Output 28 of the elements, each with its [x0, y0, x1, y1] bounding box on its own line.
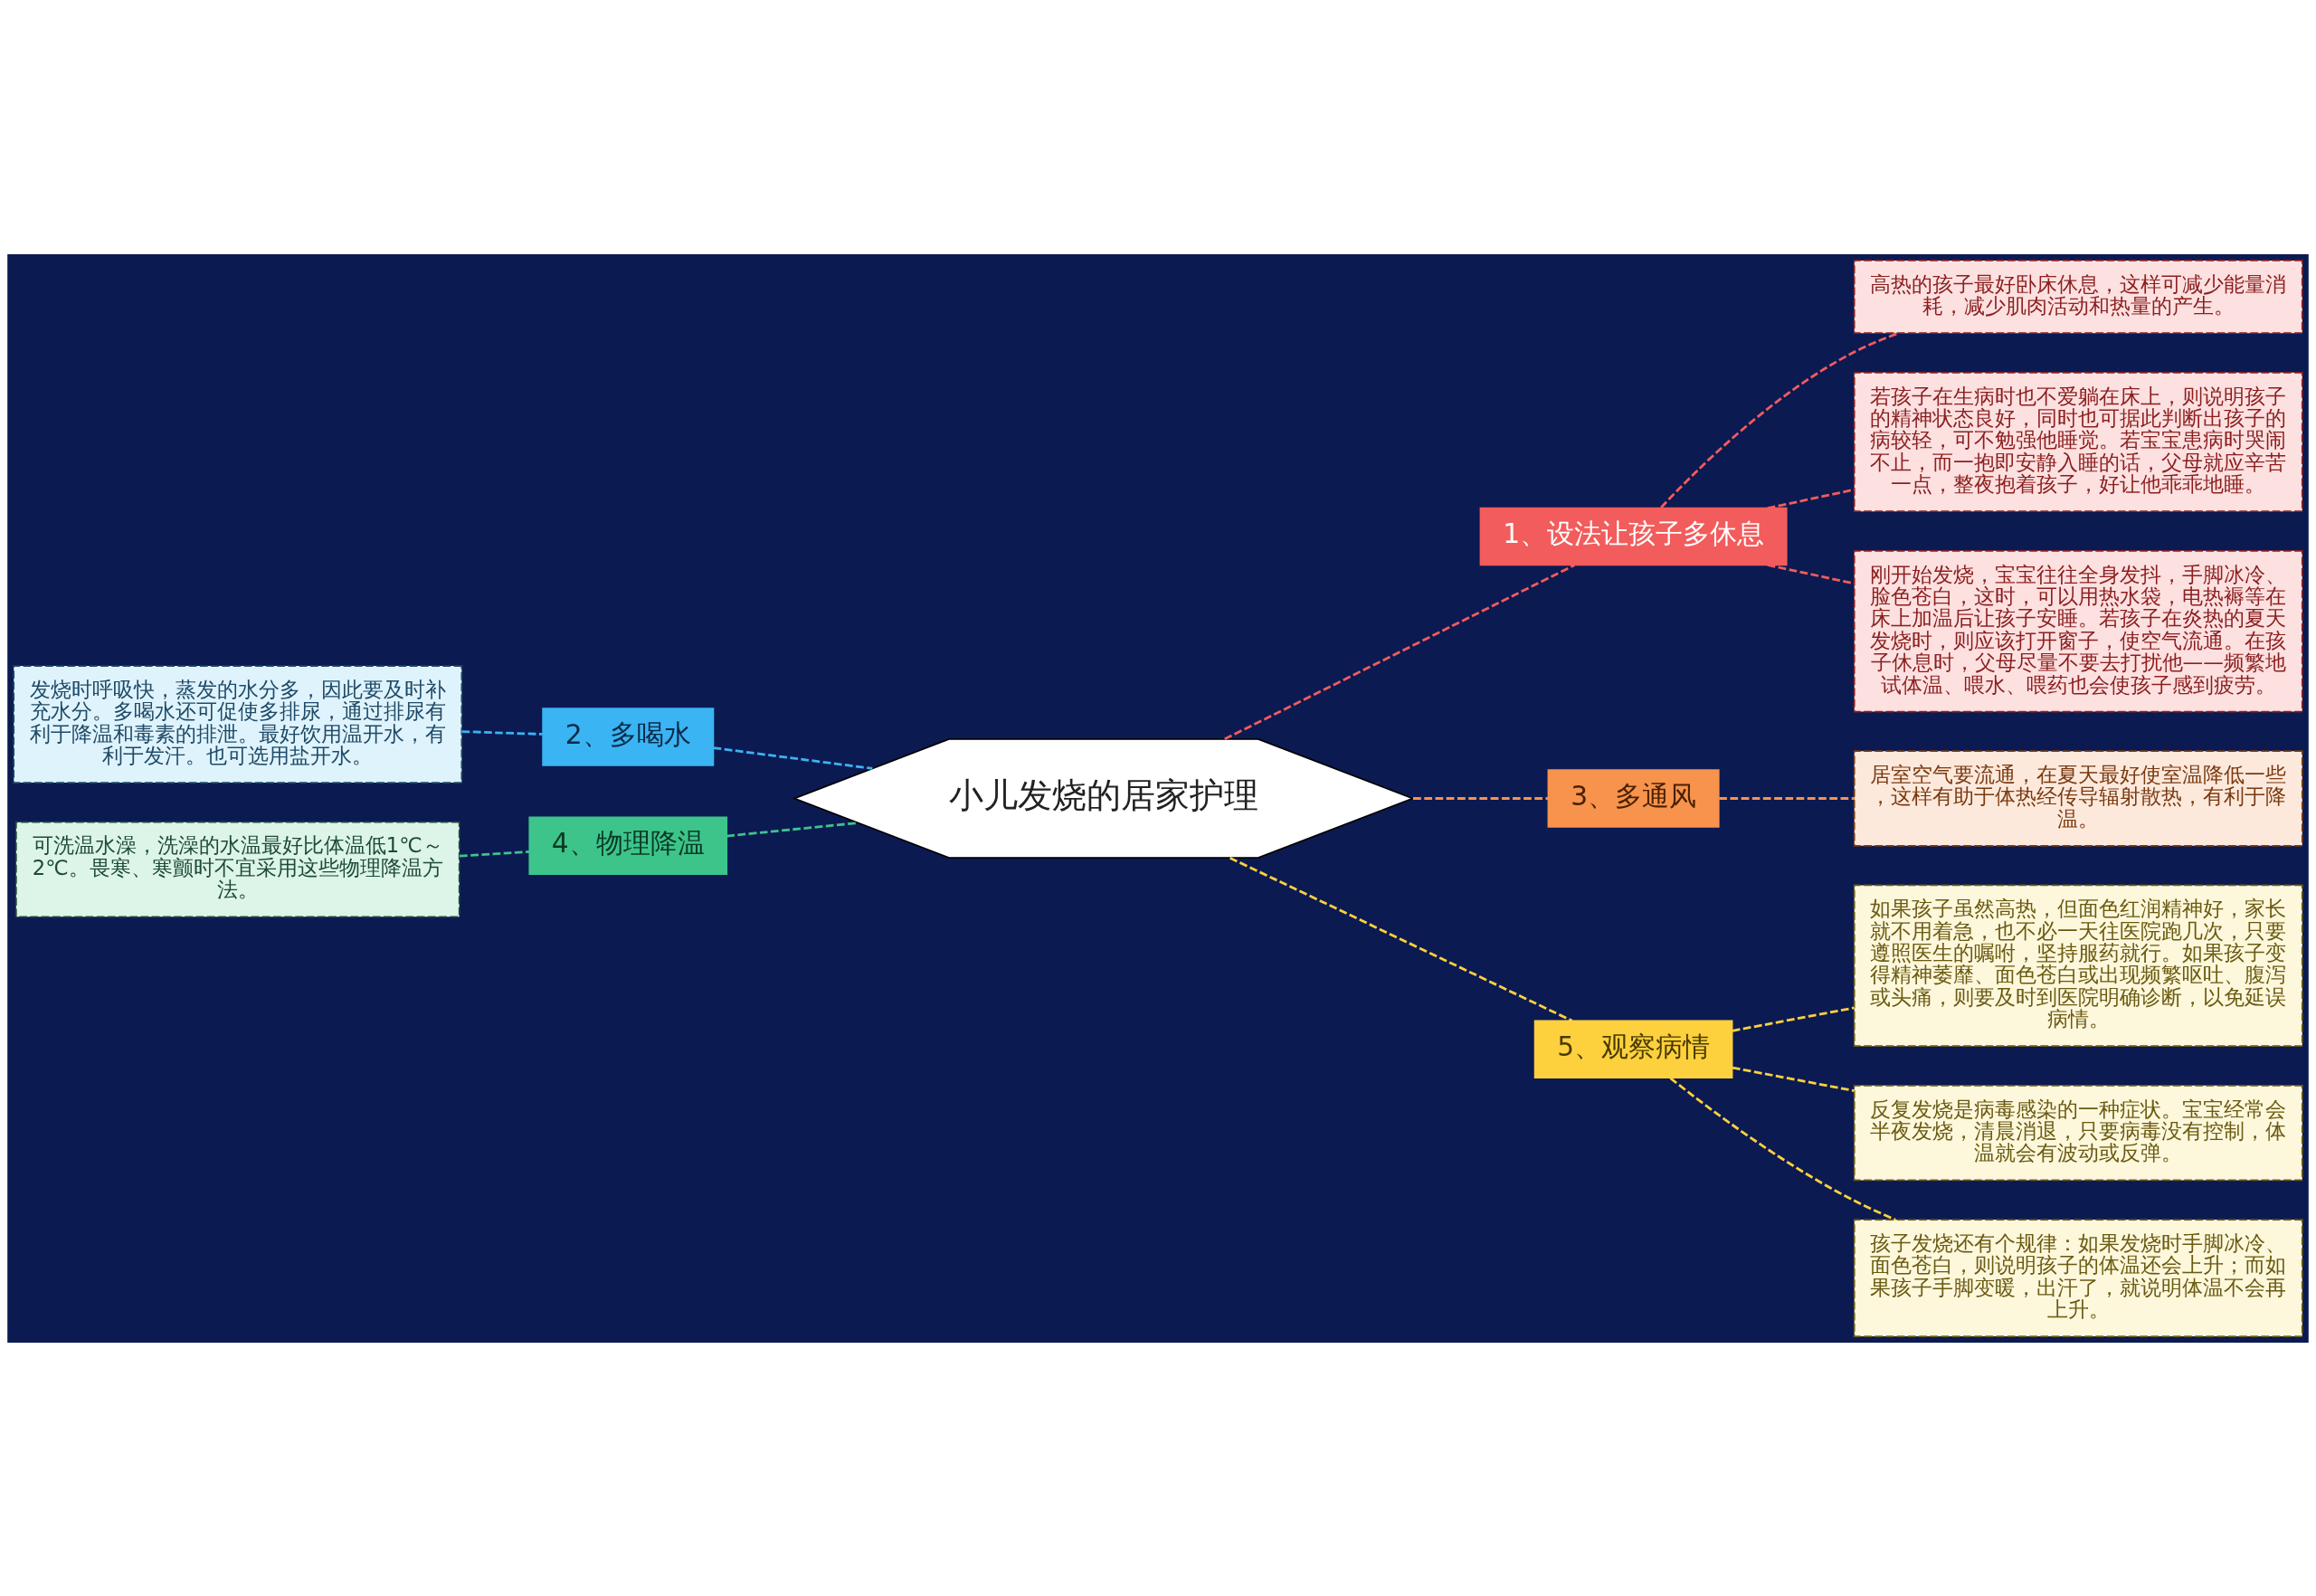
- connector: [1669, 1077, 1896, 1221]
- connector: [1660, 331, 1900, 508]
- node-box: 5、观察病情: [1533, 1019, 1733, 1078]
- connector: [461, 729, 543, 736]
- node-box: 发烧时呼吸快，蒸发的水分多，因此要及时补充水分。多喝水还可促使多排尿，通过排尿有利于降温和毒素的排泄。最好饮用温开水，有利于发汗。也可选用盐开水。: [13, 664, 463, 784]
- node-box: 反复发烧是病毒感染的一种症状。宝宝经常会半夜发烧，清晨消退，只要病毒没有控制，体温就会有波动或反弹。: [1853, 1084, 2303, 1181]
- connector: [1719, 796, 1855, 800]
- node-box: 2、多喝水: [542, 707, 715, 766]
- connector: [713, 746, 873, 770]
- connector: [1732, 1066, 1855, 1092]
- node-box: 3、多通风: [1547, 768, 1720, 828]
- connector: [1229, 856, 1573, 1022]
- connector: [726, 821, 859, 837]
- node-box: 高热的孩子最好卧床休息，这样可减少能量消耗，减少肌肉活动和热量的产生。: [1853, 259, 2303, 334]
- node-box: 1、设法让孩子多休息: [1479, 507, 1788, 565]
- node-box: 可洗温水澡，洗澡的水温最好比体温低1℃～2℃。畏寒、寒颤时不宜采用这些物理降温方法。: [14, 821, 460, 917]
- node-box: 若孩子在生病时也不爱躺在床上，则说明孩子的精神状态良好，同时也可据此判断出孩子的病较轻，可不勉强他睡觉。若宝宝患病时哭闹不止，而一抱即安静入睡的话，父母就应辛苦一点，整夜抱着孩子，好让他乖乖地睡。: [1853, 371, 2303, 512]
- connector: [1224, 563, 1575, 740]
- node-box: 4、物理降温: [528, 816, 728, 875]
- node-box: 孩子发烧还有个规律：如果发烧时手脚冰冷、面色苍白，则说明孩子的体温还会上升；而如果孩子手脚变暖，出汗了，就说明体温不会再上升。: [1853, 1218, 2303, 1337]
- node-box: 居室空气要流通，在夏天最好使室温降低一些，这样有助于体热经传导辐射散热，有利于降温。: [1853, 749, 2303, 847]
- connector: [1767, 488, 1855, 509]
- connector: [1412, 796, 1548, 800]
- node-box: 如果孩子虽然高热，但面色红润精神好，家长就不用着急，也不必一天往医院跑几次，只要遵照医生的嘱咐，坚持服药就行。如果孩子变得精神萎靡、面色苍白或出现频繁呕吐、腹泻或头痛，则要及时到医院明确诊断，以免延误病情。: [1853, 884, 2303, 1047]
- connector: [1767, 563, 1855, 584]
- node-box: 刚开始发烧，宝宝往往全身发抖，手脚冰冷、脸色苍白，这时，可以用热水袋，电热褥等在床上加温后让孩子安睡。若孩子在炎热的夏天发烧时，则应该打开窗子，使空气流通。在孩子休息时，父母尽量不要去打扰他——频繁地试体温、喂水、喂药也会使孩子感到疲劳。: [1853, 549, 2303, 712]
- connector: [459, 850, 530, 857]
- connector: [1732, 1006, 1855, 1032]
